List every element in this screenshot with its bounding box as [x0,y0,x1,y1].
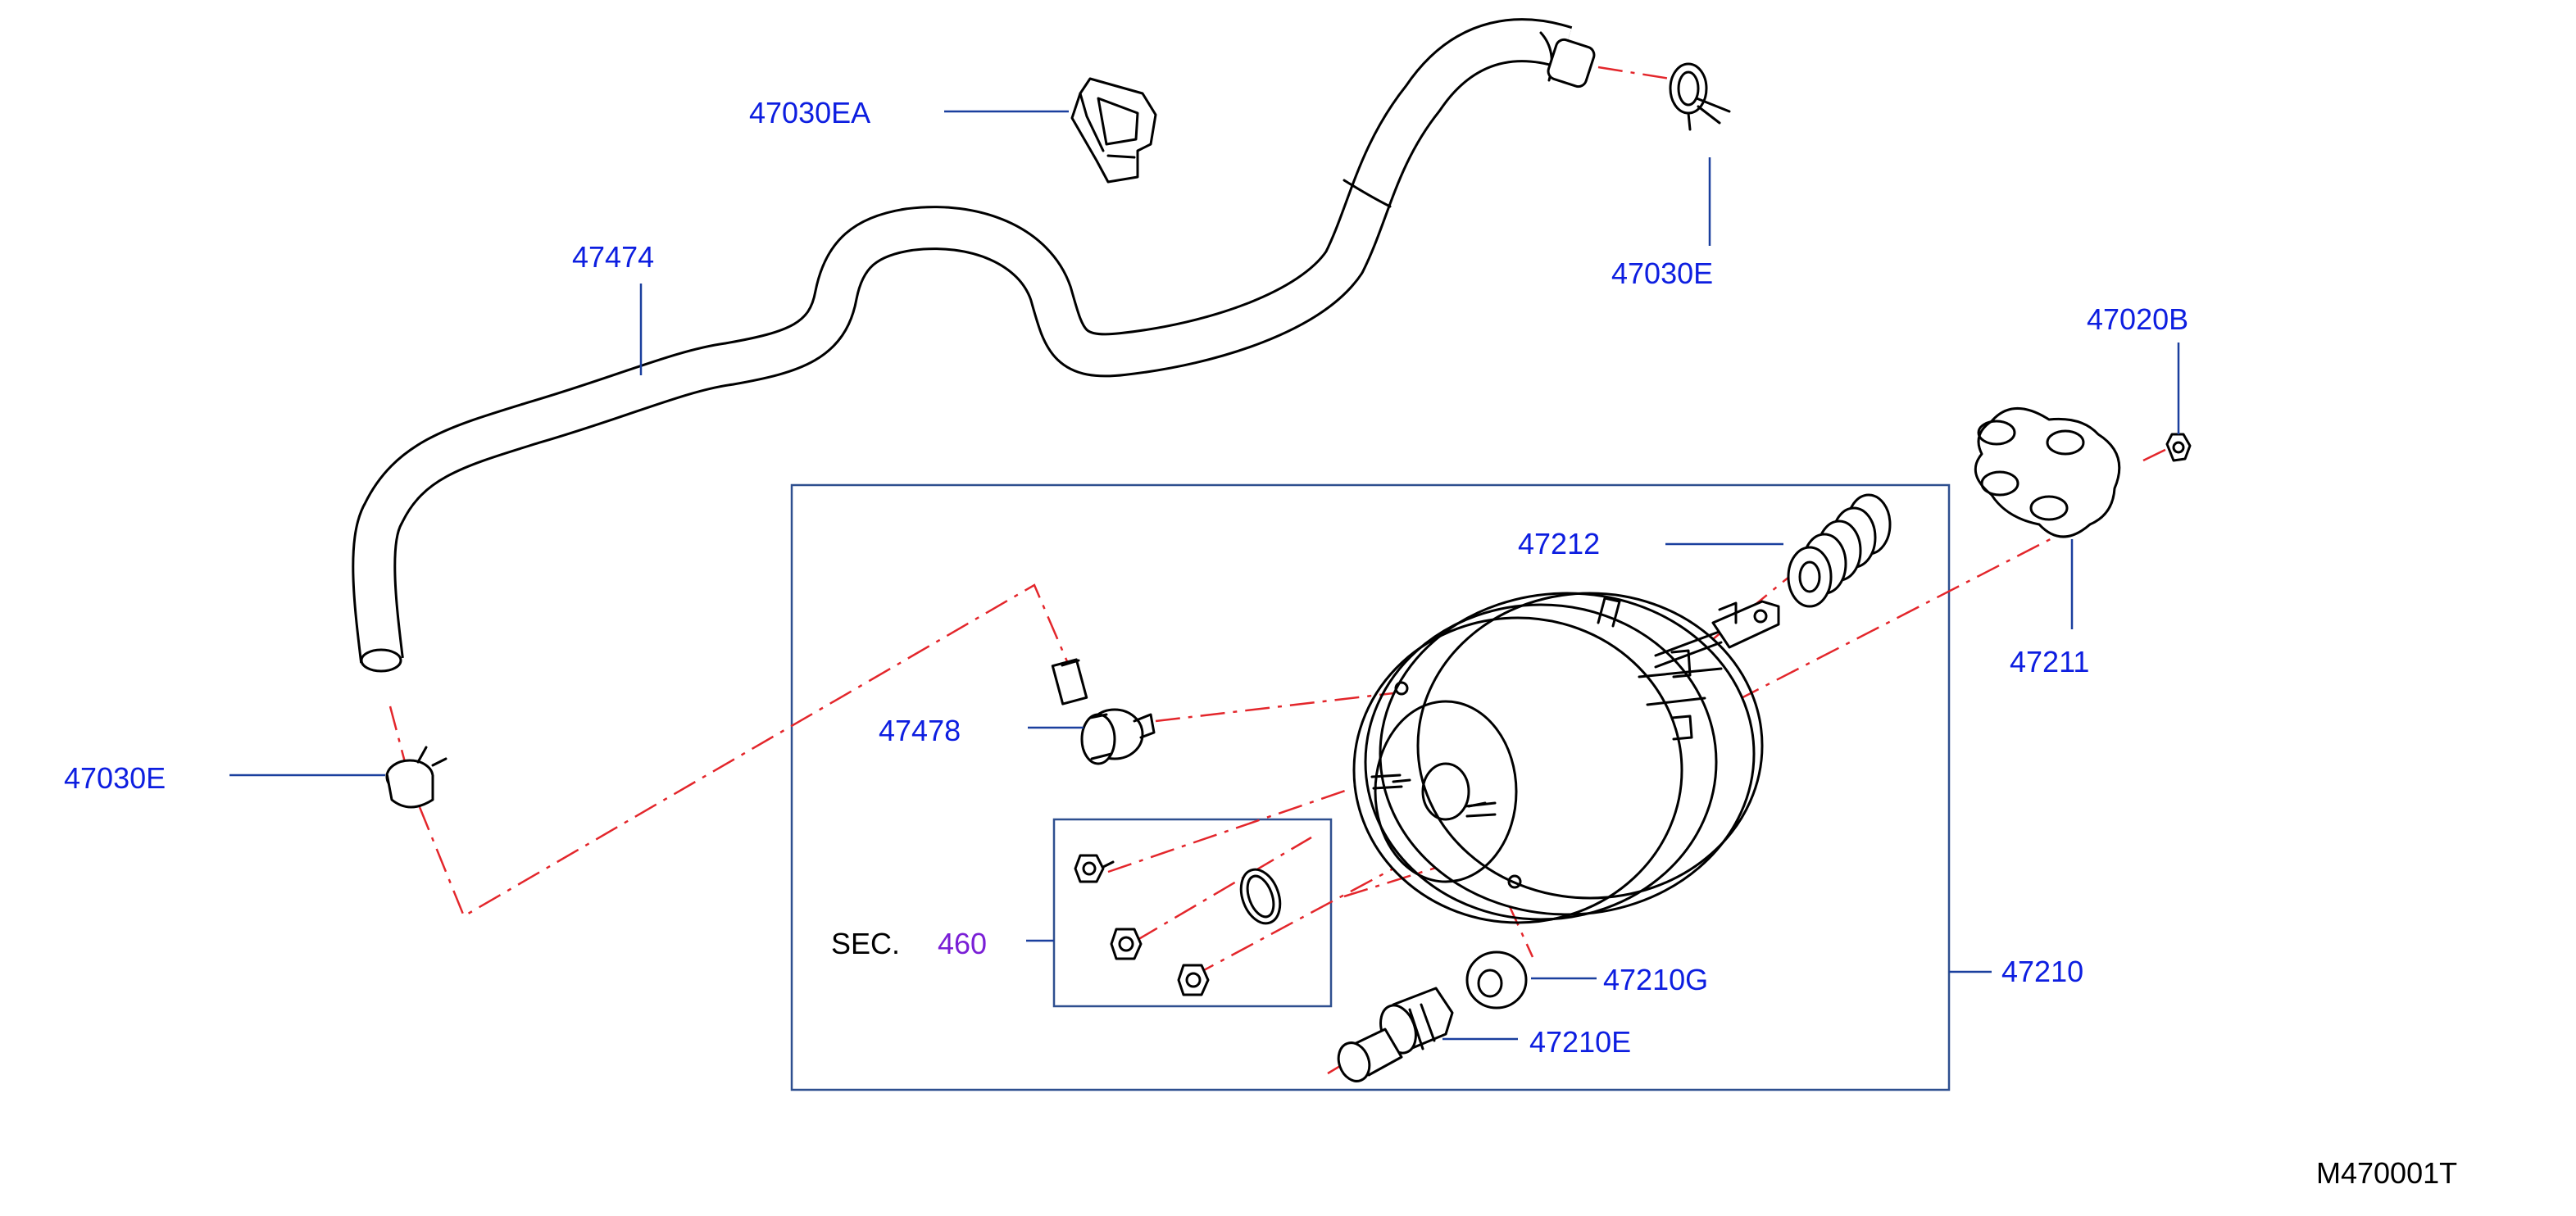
sec-460-hardware [1074,854,1282,996]
seal-47210G [1465,951,1528,1010]
hose-clamp-left-47030E [385,746,448,809]
label-47212: 47212 [1518,527,1600,560]
hose-clamp-top-47030E [1669,62,1731,131]
booster-body [1352,592,1764,924]
diagram-code: M470001T [2316,1156,2457,1190]
check-valve-47478 [1051,658,1156,765]
gasket-47211 [1974,407,2121,538]
label-47210: 47210 [2001,955,2083,988]
label-47030EA: 47030EA [749,96,870,129]
sec-460-frame [1052,818,1333,1008]
clamp-bracket-47030EA [1070,77,1157,184]
push-rod-clevis [1654,600,1780,669]
label-47030E-top: 47030E [1611,256,1713,290]
label-47478: 47478 [879,714,961,747]
label-47020B: 47020B [2087,302,2188,336]
label-47210E: 47210E [1529,1025,1631,1059]
sensor-47210E [1337,987,1454,1082]
label-47474: 47474 [572,240,654,274]
booster-studs [1370,597,1693,818]
leader-lines [229,110,2180,1041]
centerlines [388,66,2181,1075]
label-47210G: 47210G [1603,963,1708,996]
label-sec-prefix: SEC. [831,927,900,960]
part-labels: 47030EA 47474 47030E 47030E 47478 47212 … [64,96,2457,1190]
label-sec-460[interactable]: 460 [938,927,987,960]
nut-47020B [2165,433,2192,462]
booster-assembly-frame [790,483,1951,1091]
filter-47212 [1787,493,1892,608]
hose-47474 [352,18,1596,673]
label-47211: 47211 [2010,645,2089,678]
label-47030E-left: 47030E [64,761,166,795]
